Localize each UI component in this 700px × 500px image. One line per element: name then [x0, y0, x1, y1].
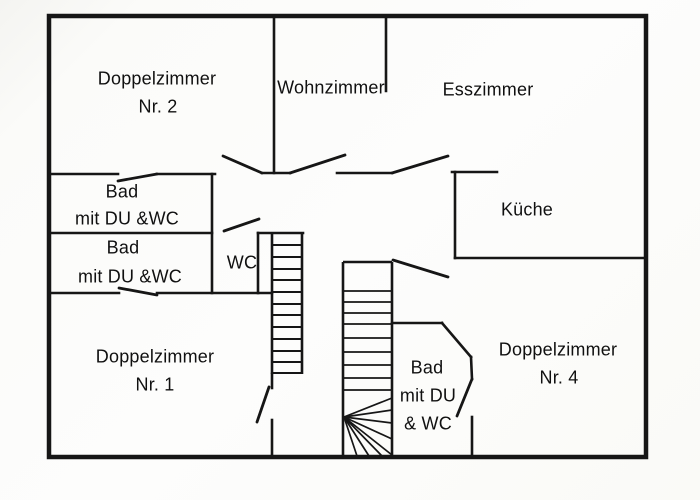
- door-esszimmer: [390, 154, 450, 175]
- room-label-wohnzimmer: Wohnzimmer: [277, 77, 385, 98]
- room-label-kueche: Küche: [500, 199, 554, 220]
- staircase-straight: [270, 233, 304, 374]
- door-wohnzimmer: [288, 153, 347, 175]
- room-label-bad-eg-line3: & WC: [404, 413, 452, 434]
- room-label-doppelzimmer-4-line1: Doppelzimmer: [498, 339, 618, 360]
- room-label-esszimmer: Esszimmer: [442, 79, 534, 100]
- room-label-doppelzimmer-1-line2: Nr. 1: [135, 374, 175, 395]
- room-label-doppelzimmer-1-line1: Doppelzimmer: [95, 346, 215, 367]
- room-label-bad-og2-line2: mit DU &WC: [78, 266, 182, 287]
- staircase-winder: [341, 260, 394, 457]
- room-label-doppelzimmer-4-line2: Nr. 4: [539, 367, 579, 388]
- door-doppelzimmer1: [255, 385, 271, 424]
- interior-walls: [47, 14, 648, 459]
- door-swings: [116, 153, 474, 424]
- room-label-bad-og1-line1: Bad: [105, 181, 139, 202]
- door-doppelzimmer2: [221, 154, 264, 175]
- door-wc: [222, 217, 261, 233]
- room-label-bad-og2-line1: Bad: [106, 237, 140, 258]
- room-label-doppelzimmer-2-line2: Nr. 2: [138, 96, 178, 117]
- room-label-bad-eg-line1: Bad: [410, 357, 444, 378]
- room-label-bad-eg-line2: mit DU: [399, 385, 457, 406]
- room-label-wc: WC: [226, 252, 258, 273]
- outer-wall: [46, 13, 649, 460]
- room-label-bad-og1-line2: mit DU &WC: [75, 208, 179, 229]
- door-bad-og1: [116, 172, 159, 183]
- door-bad-og2: [117, 286, 159, 297]
- room-label-doppelzimmer-2-line1: Doppelzimmer: [97, 68, 217, 89]
- door-bad-eg: [455, 377, 474, 418]
- door-doppelzimmer4: [391, 258, 450, 279]
